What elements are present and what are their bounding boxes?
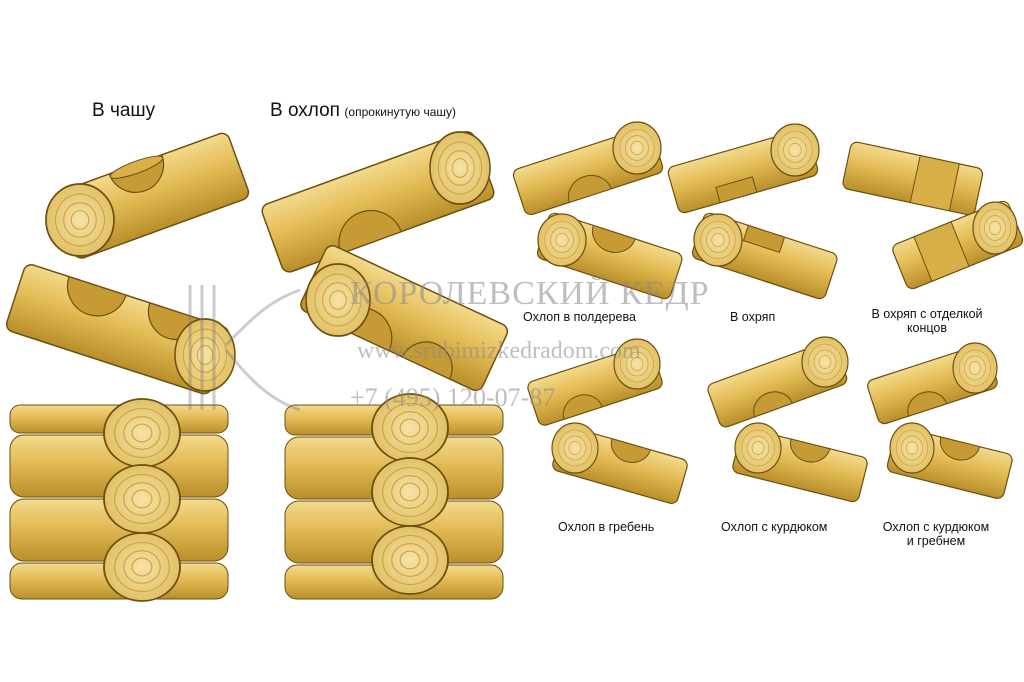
- caption-kurdyuk-ridge-line2: и гребнем: [906, 534, 966, 548]
- caption-kurdyuk-ridge-line1: Охлоп с курдюком: [882, 520, 990, 534]
- watermark-site: www.srubimizkedradom.com: [357, 338, 641, 364]
- joint-kurdyuk: [707, 336, 868, 503]
- heading-okhlop-group: В охлоп (опрокинутую чашу): [270, 100, 456, 122]
- caption-okhryap-ends-line1: В охряп с отделкой: [871, 307, 983, 321]
- heading-cup: В чашу: [92, 100, 156, 121]
- watermark-phone: +7 (495) 120-07-87: [350, 383, 556, 412]
- heading-okhlop-note: (опрокинутую чашу): [344, 105, 457, 119]
- caption-okhryap-ends-line2: концов: [906, 321, 948, 335]
- caption-okhryap-ends: В охряп с отделкой концов: [852, 307, 1002, 335]
- heading-okhlop: В охлоп: [270, 100, 340, 121]
- joint-okhryap: [667, 123, 838, 300]
- okhlop-wall-section: [283, 393, 505, 600]
- joint-kurdyuk-ridge: [867, 342, 1013, 499]
- caption-kurdyuk-ridge: Охлоп с курдюком и гребнем: [876, 520, 996, 548]
- caption-kurdyuk: Охлоп с курдюком: [721, 520, 828, 534]
- joint-half-log: [512, 121, 683, 300]
- caption-okhryap: В охряп: [730, 310, 776, 324]
- joint-okhryap-ends: [842, 141, 1024, 290]
- caption-half-log: Охлоп в полдерева: [523, 310, 636, 324]
- cup-wall-section: [8, 398, 230, 602]
- joint-ridge: [527, 338, 688, 504]
- okhlop-log-top-end: [429, 131, 491, 205]
- caption-ridge: Охлоп в гребень: [558, 520, 655, 534]
- watermark-brand: КОРОЛЕВСКИЙ КЕДР: [350, 275, 710, 312]
- cup-log-bottom-end: [174, 318, 236, 392]
- watermark-logo-icon: [188, 285, 301, 412]
- cup-log-top-end: [45, 183, 115, 257]
